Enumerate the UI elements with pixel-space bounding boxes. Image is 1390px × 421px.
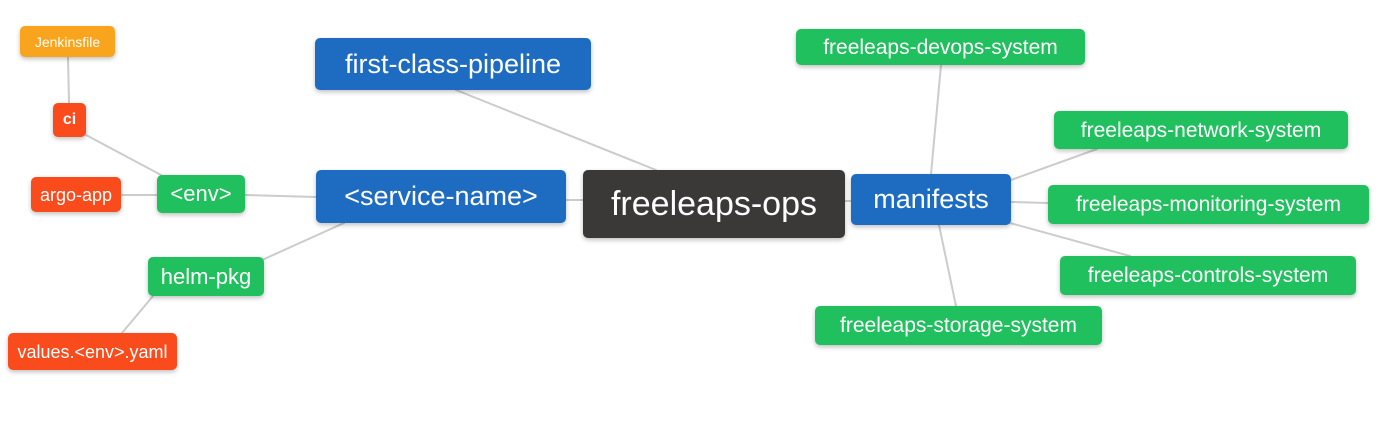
node-ci[interactable]: ci: [53, 103, 86, 137]
node-freeleaps-network-system[interactable]: freeleaps-network-system: [1054, 111, 1348, 149]
node-values-env-yaml[interactable]: values.<env>.yaml: [8, 333, 177, 370]
node-env[interactable]: <env>: [157, 175, 245, 213]
node-freeleaps-monitoring-system[interactable]: freeleaps-monitoring-system: [1048, 185, 1369, 224]
node-freeleaps-controls-system[interactable]: freeleaps-controls-system: [1060, 256, 1356, 295]
node-manifests[interactable]: manifests: [851, 174, 1011, 225]
node-freeleaps-storage-system[interactable]: freeleaps-storage-system: [815, 306, 1102, 345]
node-argo-app[interactable]: argo-app: [31, 177, 121, 212]
node-freeleaps-ops[interactable]: freeleaps-ops: [583, 170, 845, 238]
node-first-class-pipeline[interactable]: first-class-pipeline: [315, 38, 591, 90]
node-jenkinsfile[interactable]: Jenkinsfile: [20, 26, 115, 57]
node-freeleaps-devops-system[interactable]: freeleaps-devops-system: [796, 29, 1085, 65]
node-helm-pkg[interactable]: helm-pkg: [148, 257, 264, 296]
node-service-name[interactable]: <service-name>: [316, 170, 566, 223]
